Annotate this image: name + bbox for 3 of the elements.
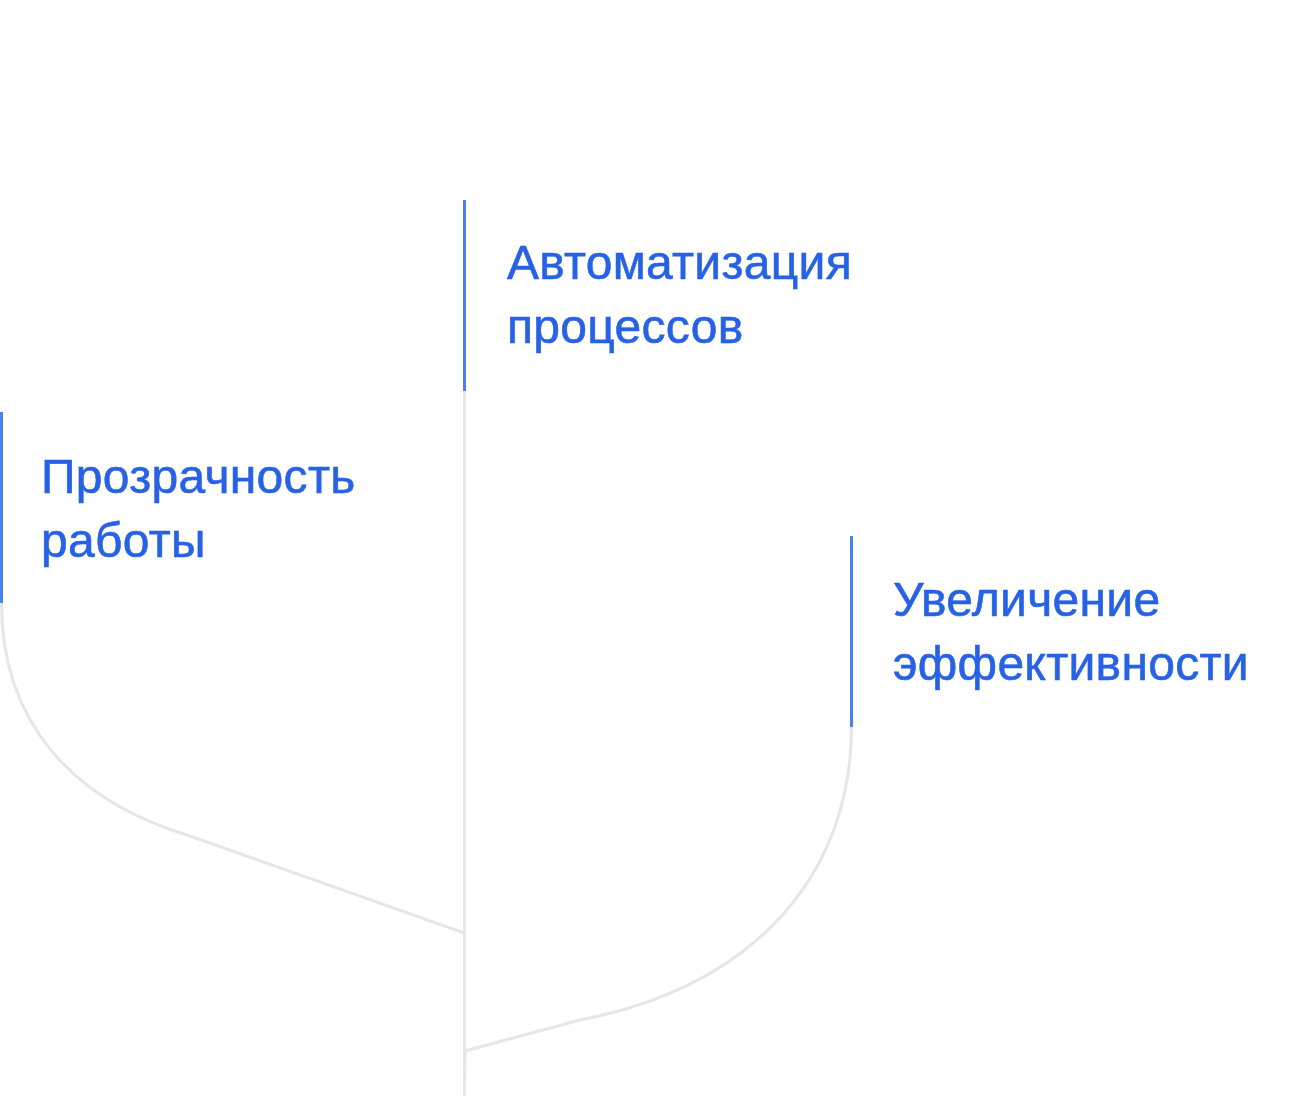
branch-heading: Автоматизация процессов — [507, 235, 853, 355]
branch-heading: Увеличение эффективности — [893, 572, 1250, 692]
branch-heading: Прозрачность работы — [41, 449, 357, 569]
